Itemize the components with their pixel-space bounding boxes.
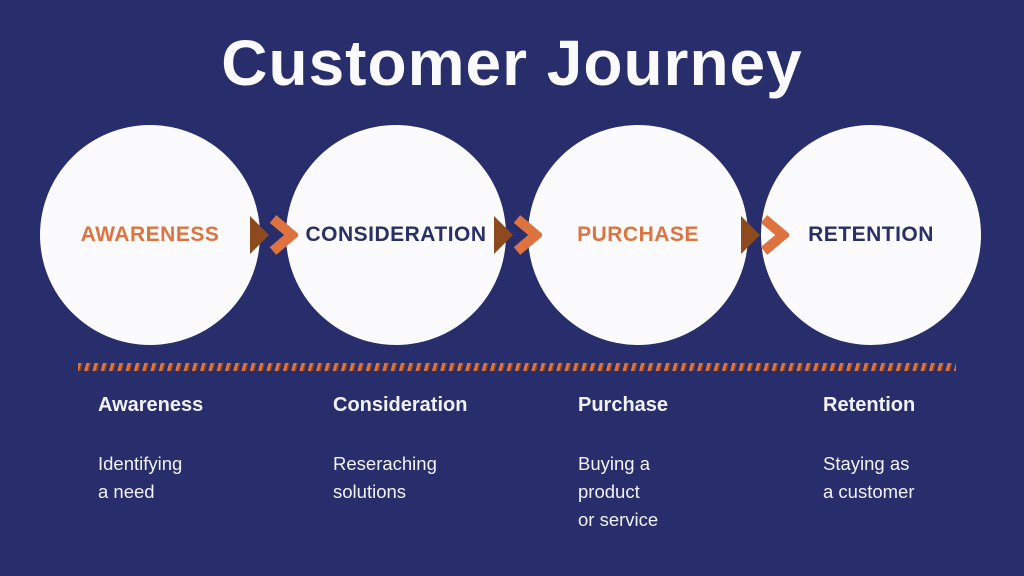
- stage-label-consideration: CONSIDERATION: [305, 223, 487, 246]
- stage-heading: Awareness: [98, 394, 204, 416]
- double-chevron-right-icon: [250, 215, 298, 255]
- page-title: Customer Journey: [221, 27, 803, 99]
- stage-description-purchase: Purchase Buying a product or service: [578, 394, 788, 534]
- stage-circle-awareness: AWARENESS: [40, 125, 260, 345]
- stage-desc-text: Reseraching solutions: [333, 453, 437, 502]
- stage-description-awareness: Awareness Identifying a need: [98, 394, 308, 506]
- stage-description-retention: Retention Staying as a customer: [823, 394, 1024, 506]
- stage-label-retention: RETENTION: [808, 223, 934, 246]
- stage-label-purchase: PURCHASE: [577, 223, 699, 246]
- stage-circle-retention: RETENTION: [761, 125, 981, 345]
- stage-desc-text: Buying a product or service: [578, 453, 659, 530]
- double-chevron-right-icon: [741, 215, 789, 255]
- stage-desc-text: Staying as a customer: [823, 453, 915, 502]
- double-chevron-right-icon: [494, 215, 542, 255]
- stage-heading: Consideration: [333, 394, 468, 416]
- dashed-divider: [78, 363, 956, 371]
- stage-desc-text: Identifying a need: [98, 453, 183, 502]
- stage-circle-purchase: PURCHASE: [528, 125, 748, 345]
- stage-heading: Purchase: [578, 394, 669, 416]
- stage-circle-consideration: CONSIDERATION: [286, 125, 506, 345]
- stage-heading: Retention: [823, 394, 916, 416]
- stage-label-awareness: AWARENESS: [80, 223, 220, 246]
- stage-description-consideration: Consideration Reseraching solutions: [333, 394, 543, 506]
